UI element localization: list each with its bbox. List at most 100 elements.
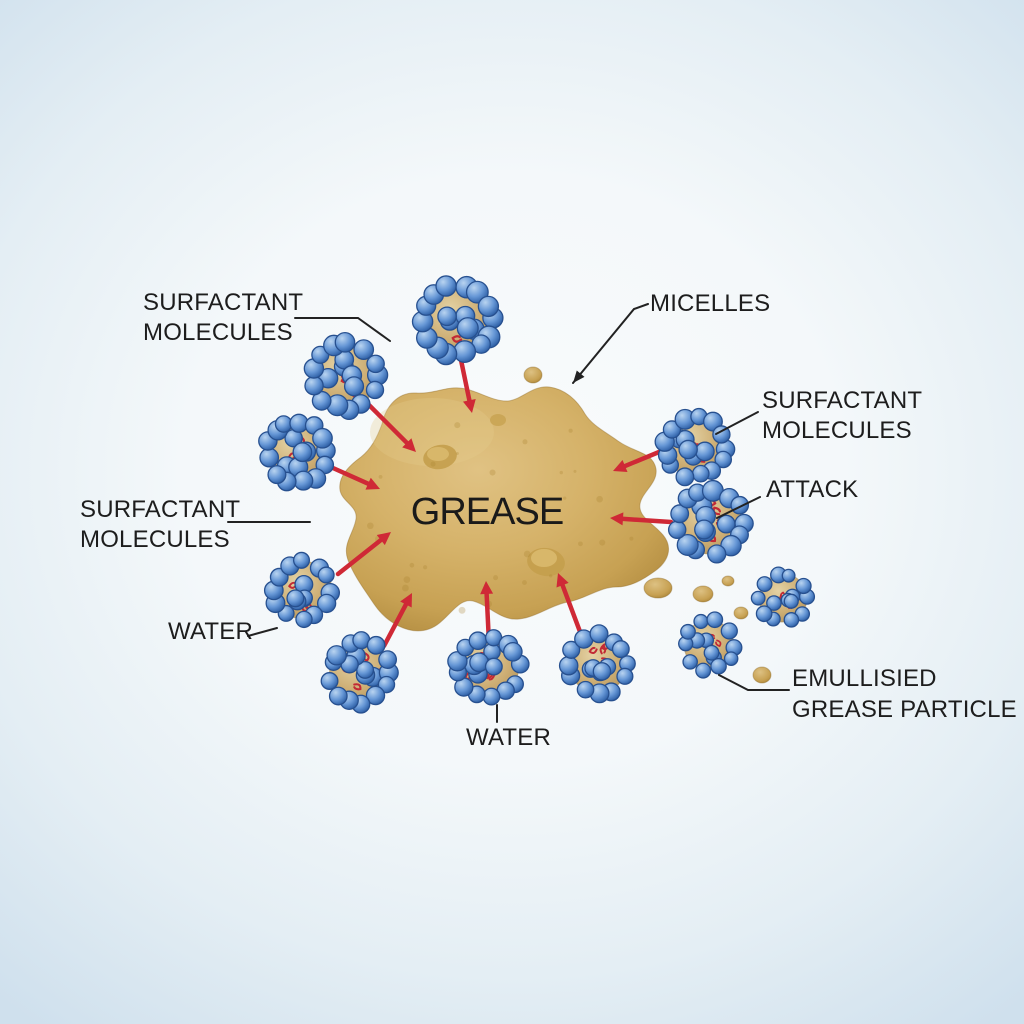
grease-speckle (430, 461, 436, 467)
surfactant-head-sphere (317, 566, 335, 584)
surfactant-tail (712, 506, 721, 516)
grease-speckle (559, 470, 563, 475)
label-water-bottom: WATER (466, 723, 551, 753)
surfactant-head-sphere (676, 533, 699, 557)
grease-speckle (568, 428, 573, 433)
surfactant-head-sphere (482, 687, 501, 706)
micelle (263, 551, 341, 629)
leader-lines-layer (227, 303, 790, 723)
surfactant-head-sphere (320, 672, 339, 690)
grease-speckle (458, 606, 466, 614)
surfactant-head-sphere (558, 655, 579, 676)
grease-droplet (721, 575, 735, 587)
surfactant-head-sphere (447, 651, 468, 672)
label-surfactant-molecules-left: SURFACTANT MOLECULES (80, 495, 240, 555)
surfactant-head-sphere (484, 657, 503, 676)
surfactant-head-sphere (695, 662, 712, 679)
surfactant-tail (715, 639, 722, 648)
surfactant-tail (599, 645, 607, 655)
label-attack: ATTACK (766, 475, 858, 505)
surfactant-head-sphere (616, 667, 634, 685)
label-water-left: WATER (168, 617, 253, 647)
surfactant-head-sphere (714, 450, 733, 469)
leader-arrowhead (573, 370, 585, 383)
surfactant-head-sphere (730, 495, 750, 515)
surfactant-head-sphere (334, 331, 356, 353)
grease-droplet (643, 577, 673, 599)
surfactant-head-sphere (783, 593, 799, 609)
surfactant-head-sphere (437, 306, 457, 327)
label-line: MOLECULES (762, 417, 912, 444)
label-surfactant-molecules-right: SURFACTANT MOLECULES (762, 386, 922, 446)
surfactant-head-sphere (456, 317, 479, 340)
surfactant-head-sphere (378, 650, 398, 669)
micelle (654, 407, 736, 487)
grease-speckle (522, 580, 527, 586)
label-line: MOLECULES (80, 526, 230, 553)
micelle (411, 275, 504, 366)
label-line: ATTACK (766, 476, 859, 503)
surfactant-head-sphere (723, 651, 739, 666)
grease-speckle (489, 469, 496, 476)
surfactant-tail (588, 646, 598, 655)
grease-speckle (573, 469, 577, 473)
surfactant-head-sphere (293, 470, 314, 491)
leader-line (247, 627, 278, 637)
grease-droplets-layer (523, 366, 772, 684)
attack-arrow (613, 449, 662, 473)
grease-blotch-highlight (531, 549, 557, 567)
leader-line (716, 496, 761, 519)
surfactant-head-sphere (267, 465, 287, 485)
leader-line (715, 411, 759, 435)
surfactant-head-sphere (316, 593, 337, 614)
surfactant-head-sphere (312, 427, 333, 449)
label-line: WATER (168, 618, 253, 645)
surfactant-head-sphere (592, 662, 612, 681)
surfactant-head-sphere (292, 442, 313, 463)
grease-speckle (596, 495, 603, 503)
surfactant-head-sphere (562, 640, 581, 659)
label-emulsified-grease-particle: EMULLISIED GREASE PARTICLE (792, 663, 1017, 725)
grease-speckle (629, 536, 634, 541)
surfactant-head-sphere (292, 551, 311, 569)
label-line: SURFACTANT (80, 496, 241, 523)
surfactant-head-sphere (670, 504, 690, 524)
surfactant-head-sphere (783, 612, 800, 628)
leader-line (294, 317, 391, 342)
leader-line (718, 674, 790, 691)
label-line: GREASE PARTICLE (792, 696, 1017, 723)
attack-arrow (458, 357, 476, 413)
grease-droplet (523, 366, 543, 384)
label-line: MOLECULES (143, 319, 293, 346)
surfactant-head-sphere (712, 425, 731, 444)
surfactant-head-sphere (295, 610, 313, 629)
surfactant-head-sphere (720, 622, 738, 640)
grease-sheen (370, 398, 494, 466)
grease-blob-shape (339, 386, 670, 632)
surfactant-head-sphere (435, 275, 457, 297)
surfactant-head-sphere (680, 623, 696, 640)
attack-arrow (556, 573, 585, 640)
micelle (258, 413, 336, 492)
surfactant-head-sphere (259, 447, 280, 468)
micelle (678, 611, 743, 679)
label-line: SURFACTANT (143, 289, 304, 316)
grease-speckle (403, 576, 411, 583)
grease-speckle (599, 539, 606, 546)
attack-arrow (335, 532, 391, 577)
surfactant-head-sphere (377, 675, 396, 694)
label-micelles: MICELLES (650, 289, 770, 319)
grease-speckle (378, 474, 383, 479)
surfactant-head-sphere (366, 354, 385, 374)
leader-line (572, 303, 649, 384)
label-line: WATER (466, 724, 551, 751)
surfactant-head-sphere (365, 380, 385, 400)
grease-speckle (578, 541, 583, 547)
micelle (667, 479, 754, 564)
grease-speckle (402, 584, 409, 592)
grease-speckle (455, 451, 459, 455)
surfactant-head-sphere (286, 589, 305, 608)
attack-arrow (610, 512, 674, 526)
surfactant-head-sphere (707, 544, 727, 564)
